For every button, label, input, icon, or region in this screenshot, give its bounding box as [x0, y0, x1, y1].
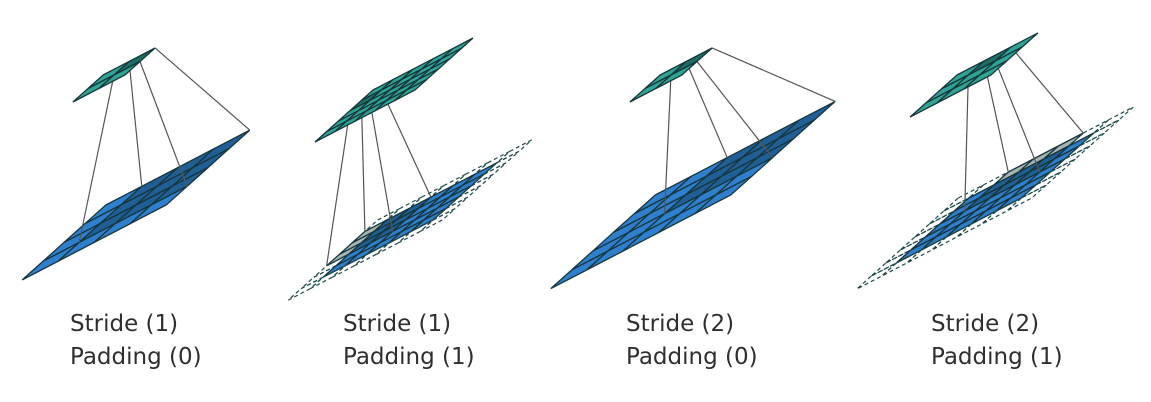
projection-line	[326, 110, 351, 266]
projection-line	[380, 89, 432, 198]
padding-cell	[856, 262, 897, 290]
input-cell-in-window	[192, 129, 251, 169]
panel-stride2-padding0	[550, 47, 836, 290]
padding-cell	[1078, 119, 1120, 147]
padding-cell	[470, 162, 507, 187]
padding-label: Padding (0)	[626, 344, 758, 370]
caption-panel-3: Stride (2) Padding (0)	[626, 308, 758, 374]
projection-line	[369, 100, 394, 232]
projection-line	[154, 47, 251, 131]
input-cell	[550, 250, 609, 290]
input-cell-in-window	[777, 100, 836, 140]
caption-panel-1: Stride (1) Padding (0)	[70, 308, 202, 374]
stride-label: Stride (1)	[343, 311, 452, 337]
projection-line	[139, 61, 188, 187]
projection-line	[964, 74, 969, 212]
padding-cell	[313, 253, 350, 278]
input-cell	[895, 236, 937, 264]
caption-panel-2: Stride (1) Padding (1)	[343, 308, 475, 374]
padding-cell	[309, 265, 346, 290]
output-cell	[994, 32, 1039, 62]
projection-line	[663, 74, 672, 214]
padding-cell	[408, 185, 445, 210]
padding-cell	[483, 150, 520, 175]
padding-cell	[364, 208, 401, 232]
projection-line	[983, 60, 1009, 173]
output-cell	[655, 60, 698, 90]
projection-line	[696, 61, 774, 158]
output-cell	[98, 60, 141, 90]
padding-cell	[300, 265, 337, 290]
projection-line	[78, 74, 115, 243]
projection-line	[128, 61, 143, 187]
padding-label: Padding (1)	[931, 344, 1063, 370]
padding-cell	[1093, 106, 1134, 134]
padding-cell	[397, 219, 434, 244]
output-cell	[909, 88, 954, 118]
padding-label: Padding (1)	[343, 344, 475, 370]
panel-stride1-padding1	[287, 37, 533, 301]
projection-line	[711, 47, 836, 102]
padding-cell	[1068, 119, 1109, 147]
input-cell	[694, 175, 753, 215]
output-cell	[629, 74, 672, 103]
projection-line	[1010, 46, 1084, 134]
projection-line	[994, 60, 1041, 173]
padding-cell	[353, 242, 390, 267]
panel-stride1-padding0	[21, 47, 251, 281]
padding-cell	[452, 162, 489, 187]
padding-cell	[496, 139, 533, 164]
output-cell-selected	[670, 47, 713, 76]
padding-cell	[445, 185, 482, 210]
projection-line	[685, 61, 728, 158]
output-cell	[394, 79, 428, 101]
projection-line	[360, 100, 366, 232]
output-cell	[963, 60, 1008, 90]
padding-cell	[881, 249, 922, 277]
padding-cell	[287, 276, 324, 301]
padding-cell	[474, 150, 511, 175]
padding-cell	[419, 208, 456, 232]
stride-label: Stride (2)	[931, 311, 1040, 337]
input-cell	[21, 241, 80, 281]
input-cell	[129, 185, 188, 225]
padding-label: Padding (0)	[70, 344, 202, 370]
caption-panel-4: Stride (2) Padding (1)	[931, 308, 1063, 374]
output-cell	[72, 74, 115, 103]
stride-label: Stride (2)	[626, 311, 735, 337]
panel-stride2-padding1	[856, 32, 1134, 290]
output-cell-selected	[113, 47, 156, 76]
output-cell	[314, 120, 348, 143]
stride-label: Stride (1)	[70, 311, 179, 337]
padding-cell	[870, 249, 912, 277]
